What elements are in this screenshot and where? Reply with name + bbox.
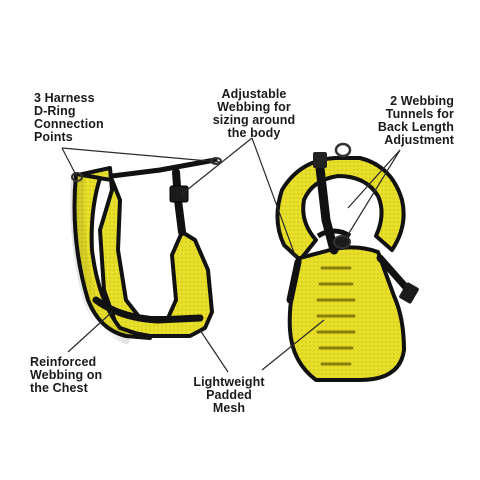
label-line: Back Length bbox=[377, 120, 454, 134]
label-mesh: Lightweight Padded Mesh bbox=[188, 376, 270, 415]
handle-tab bbox=[313, 152, 327, 168]
side-buckle bbox=[169, 185, 189, 203]
label-line: Points bbox=[34, 130, 73, 144]
callout-lines bbox=[61, 137, 401, 373]
label-line: 2 Webbing bbox=[390, 94, 454, 108]
neck-loop bbox=[275, 156, 406, 262]
chest-webbing bbox=[92, 296, 204, 324]
label-dring: 3 Harness D-Ring Connection Points bbox=[34, 92, 104, 144]
label-line: Adjustable bbox=[221, 87, 287, 101]
label-line: Webbing for bbox=[217, 100, 291, 114]
label-line: Mesh bbox=[212, 401, 246, 415]
label-line: the body bbox=[227, 126, 281, 140]
buckle bbox=[399, 282, 419, 304]
d-ring-icon bbox=[334, 142, 352, 158]
label-adjustable: Adjustable Webbing for sizing around the… bbox=[206, 88, 302, 140]
top-strap bbox=[315, 163, 339, 255]
label-line: Padded bbox=[206, 388, 252, 402]
harness-side-view bbox=[70, 157, 222, 345]
d-ring-icon bbox=[333, 235, 351, 249]
label-line: 3 Harness bbox=[34, 91, 95, 105]
chest-panel bbox=[76, 166, 214, 338]
back-strap bbox=[109, 157, 218, 179]
d-ring-icon bbox=[71, 172, 83, 182]
label-line: Reinforced bbox=[30, 355, 97, 369]
webbing-tunnel bbox=[316, 228, 352, 239]
label-line: the Chest bbox=[30, 381, 88, 395]
label-reinforced: Reinforced Webbing on the Chest bbox=[30, 356, 102, 395]
label-line: Lightweight bbox=[193, 375, 265, 389]
label-line: sizing around bbox=[212, 113, 296, 127]
label-line: Tunnels for bbox=[385, 107, 454, 121]
body-panel bbox=[287, 245, 406, 382]
label-line: Connection bbox=[34, 117, 104, 131]
label-tunnels: 2 Webbing Tunnels for Back Length Adjust… bbox=[378, 95, 454, 147]
side-strap-left bbox=[286, 258, 302, 304]
label-line: Webbing on bbox=[30, 368, 103, 382]
label-line: Adjustment bbox=[384, 133, 454, 147]
label-line: D-Ring bbox=[34, 104, 76, 118]
harness-top-view bbox=[275, 142, 419, 382]
padding-ridges bbox=[316, 266, 356, 366]
